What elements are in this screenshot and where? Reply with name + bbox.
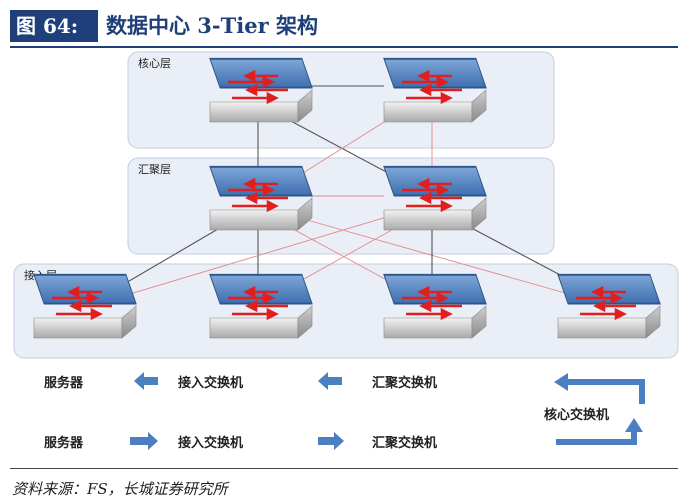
access-layer-panel — [13, 263, 679, 359]
legend-access-switch-1: 接入交换机 — [178, 375, 243, 391]
source-divider — [10, 468, 678, 469]
legend-row-upstream: 服务器 接入交换机 汇聚交换机 — [44, 372, 437, 391]
legend-row-downstream: 服务器 接入交换机 汇聚交换机 — [44, 432, 437, 451]
arrow-left-icon — [554, 373, 568, 391]
legend-server-1: 服务器 — [44, 375, 84, 391]
core-layer-panel — [127, 51, 555, 149]
aggregation-layer-label: 汇聚层 — [138, 163, 171, 176]
agg1-acc4-link — [299, 217, 591, 301]
figure-title: 数据中心 3-Tier 架构 — [106, 13, 318, 38]
loop-bottom-path — [556, 430, 637, 445]
arrow-left-icon — [134, 372, 158, 390]
arrow-up-icon — [625, 418, 643, 432]
figure-label: 图 64: — [10, 10, 98, 42]
legend-aggregation-switch-2: 汇聚交换机 — [372, 435, 437, 451]
figure-header: 图 64: 数据中心 3-Tier 架构 — [10, 6, 678, 48]
agg2-acc1-link — [109, 215, 391, 301]
arrow-right-icon — [130, 432, 158, 450]
legend-server-2: 服务器 — [44, 435, 84, 451]
source-note: 资料来源：FS，长城证券研究所 — [12, 480, 228, 498]
core-switch-loop: 核心交换机 — [544, 373, 645, 445]
aggregation-layer-panel — [127, 157, 555, 255]
core-layer-label: 核心层 — [138, 56, 171, 70]
arrow-right-icon — [318, 432, 344, 450]
legend-aggregation-switch-1: 汇聚交换机 — [372, 375, 437, 391]
legend-core-switch: 核心交换机 — [544, 407, 609, 423]
legend-access-switch-2: 接入交换机 — [178, 435, 243, 451]
loop-top-path — [566, 379, 645, 404]
arrow-left-icon — [318, 372, 342, 390]
